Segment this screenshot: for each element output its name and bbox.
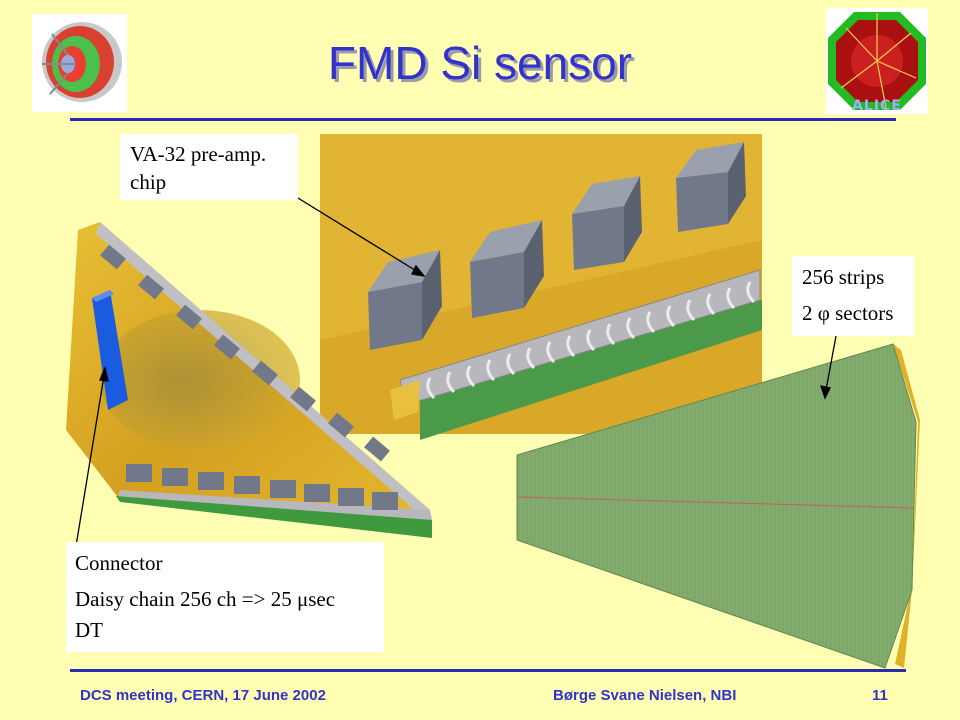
callout-strips-line2: 2 φ sectors — [802, 296, 914, 332]
connector-block — [92, 290, 128, 410]
phi-symbol: φ — [817, 300, 830, 325]
hybrid-board — [66, 222, 432, 538]
vac-chip — [470, 220, 544, 318]
bottom-rule — [70, 669, 906, 672]
callout-vac-chip: VA-32 pre-amp. chip — [120, 134, 298, 200]
callout-chip-line2: chip — [130, 170, 167, 195]
callout-strips: 256 strips 2 φ sectors — [792, 256, 914, 336]
fmd-logo — [32, 14, 127, 112]
daisy-chain-text: Daisy chain 256 ch => 25 — [75, 587, 297, 612]
sectors-label: sectors — [829, 300, 894, 325]
vac-chip — [676, 142, 746, 232]
alice-event-icon — [828, 12, 926, 110]
callout-chip-line1: VA-32 pre-amp. — [130, 142, 267, 166]
chip-closeup — [320, 134, 762, 440]
page-number: 11 — [872, 687, 888, 704]
callout-connector-line2: Daisy chain 256 ch => 25 μsec — [75, 584, 384, 614]
strips-count: 2 — [802, 300, 818, 325]
mu-symbol: μ — [296, 587, 309, 612]
footer-author: Børge Svane Nielsen, NBI — [553, 687, 737, 704]
callout-strips-line1: 256 strips — [802, 265, 885, 289]
vac-chip — [572, 176, 642, 270]
sec-text: sec — [308, 587, 336, 612]
callout-connector-line1: Connector — [75, 551, 163, 575]
top-rule — [70, 118, 896, 121]
silicon-sensor — [516, 343, 920, 669]
alice-logo-text: ALICE — [852, 98, 902, 114]
slide-title: FMD Si sensor — [327, 37, 633, 89]
callout-connector: Connector Daisy chain 256 ch => 25 μsec … — [66, 542, 384, 652]
footer-meeting: DCS meeting, CERN, 17 June 2002 — [80, 687, 326, 704]
callout-connector-line3: DT — [75, 617, 103, 642]
alice-logo: ALICE — [826, 8, 928, 114]
fmd-detector-icon — [42, 22, 122, 102]
vac-chip — [368, 250, 442, 350]
